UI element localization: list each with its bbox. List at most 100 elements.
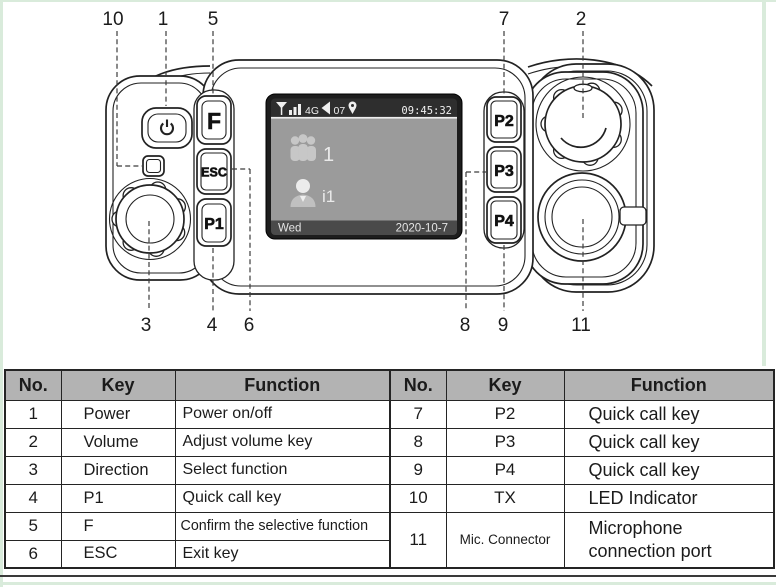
left-key-strip: F ESC P1	[193, 89, 235, 281]
mic-connector-tab	[619, 206, 647, 226]
column-header-key: Key	[60, 369, 176, 401]
table-row: 6 ESC Exit key	[4, 539, 391, 569]
speaker-icon	[321, 101, 330, 115]
row-key: P4	[445, 455, 565, 485]
row-function: Quick call key	[563, 455, 775, 485]
row-key: ESC	[60, 539, 176, 569]
row-function: Quick call key	[563, 427, 775, 457]
row-function: Power on/off	[174, 399, 391, 429]
row-key: Direction	[60, 455, 176, 485]
row-no: 5	[4, 511, 62, 541]
volume-level: 07	[334, 105, 346, 117]
callout-leader-lines	[116, 31, 584, 311]
p4-key-label: P4	[494, 213, 514, 230]
callout-1: 1	[158, 9, 169, 30]
table-row: 4 P1 Quick call key	[4, 483, 391, 513]
page-border-left	[0, 0, 3, 587]
tx-led-indicator	[142, 155, 165, 177]
row-no: 10	[389, 483, 447, 513]
p2-key: P2	[486, 96, 522, 143]
screen-status-bar	[271, 98, 457, 119]
column-header-function: Function	[563, 369, 775, 401]
row-function: Quick call key	[174, 483, 391, 513]
table-row: 11 Mic. Connector Microphone connection …	[389, 511, 775, 569]
row-function: Adjust volume key	[174, 427, 391, 457]
page-bottom-rule	[0, 575, 776, 577]
p3-key-label: P3	[494, 163, 514, 180]
row-key: Power	[60, 399, 176, 429]
power-button	[141, 107, 193, 149]
row-key: TX	[445, 483, 565, 513]
group-call-icon	[290, 134, 316, 161]
callout-11: 11	[571, 315, 591, 336]
esc-key: ESC	[196, 148, 232, 195]
column-header-no: No.	[389, 369, 447, 401]
page-border-bottom	[0, 582, 776, 585]
p1-key: P1	[196, 198, 232, 247]
direction-knob	[108, 177, 192, 261]
p3-key: P3	[486, 146, 522, 193]
callout-5: 5	[208, 9, 219, 30]
row-key: P2	[445, 399, 565, 429]
row-no: 3	[4, 455, 62, 485]
row-no: 8	[389, 427, 447, 457]
status-bar-underline	[271, 116, 457, 119]
table-row: 10 TX LED Indicator	[389, 483, 775, 513]
table-row: 3 Direction Select function	[4, 455, 391, 485]
row-function: Microphone connection port	[563, 511, 775, 569]
key-function-table-right: No. Key Function 7 P2 Quick call key 8 P…	[389, 369, 775, 569]
volume-knob	[535, 76, 631, 172]
callout-8: 8	[460, 315, 471, 336]
row-no: 1	[4, 399, 62, 429]
table-header-row: No. Key Function	[4, 369, 391, 401]
row-function: LED Indicator	[563, 483, 775, 513]
f-key: F	[196, 95, 232, 145]
row-no: 2	[4, 427, 62, 457]
table-row: 5 F Confirm the selective function	[4, 511, 391, 541]
column-header-key: Key	[445, 369, 565, 401]
volume-knob-grip-arc	[560, 127, 607, 149]
esc-key-label: ESC	[201, 166, 227, 180]
mic-connector	[537, 172, 647, 262]
screen-footer-bar	[271, 220, 457, 235]
page-border-right	[762, 0, 766, 366]
screen-day: Wed	[278, 223, 301, 235]
callout-3: 3	[141, 315, 152, 336]
table-header-row: No. Key Function	[389, 369, 775, 401]
callout-6: 6	[244, 315, 255, 336]
contact-value: i1	[322, 187, 335, 206]
table-row: 8 P3 Quick call key	[389, 427, 775, 457]
row-no: 4	[4, 483, 62, 513]
row-no: 11	[389, 511, 447, 569]
row-function: Exit key	[174, 539, 391, 569]
row-key: Mic. Connector	[445, 511, 565, 569]
row-no: 7	[389, 399, 447, 429]
row-function: Select function	[174, 455, 391, 485]
row-key: F	[60, 511, 176, 541]
group-value: 1	[323, 144, 334, 166]
right-key-strip: P2 P3 P4	[483, 91, 525, 249]
row-function: Quick call key	[563, 399, 775, 429]
table-row: 7 P2 Quick call key	[389, 399, 775, 429]
row-function: Confirm the selective function	[174, 511, 391, 541]
network-label: 4G	[305, 105, 319, 117]
f-key-label: F	[207, 108, 221, 134]
table-row: 1 Power Power on/off	[4, 399, 391, 429]
row-no: 6	[4, 539, 62, 569]
power-icon	[159, 119, 175, 136]
p4-key: P4	[486, 196, 522, 244]
callout-10: 10	[102, 9, 123, 30]
callout-2: 2	[576, 9, 587, 30]
location-pin-icon	[348, 101, 357, 114]
p2-key-label: P2	[494, 113, 514, 130]
callout-7: 7	[499, 9, 510, 30]
private-call-icon	[290, 179, 316, 207]
status-time: 09:45:32	[401, 105, 452, 117]
callout-numbers: 10 1 5 7 2 3 4 6 8 9 11	[102, 9, 590, 336]
column-header-function: Function	[174, 369, 391, 401]
screen-date: 2020-10-7	[396, 223, 448, 235]
display-screen: 4G 07 09:45:32	[265, 93, 463, 240]
callout-9: 9	[498, 315, 509, 336]
table-row: 2 Volume Adjust volume key	[4, 427, 391, 457]
